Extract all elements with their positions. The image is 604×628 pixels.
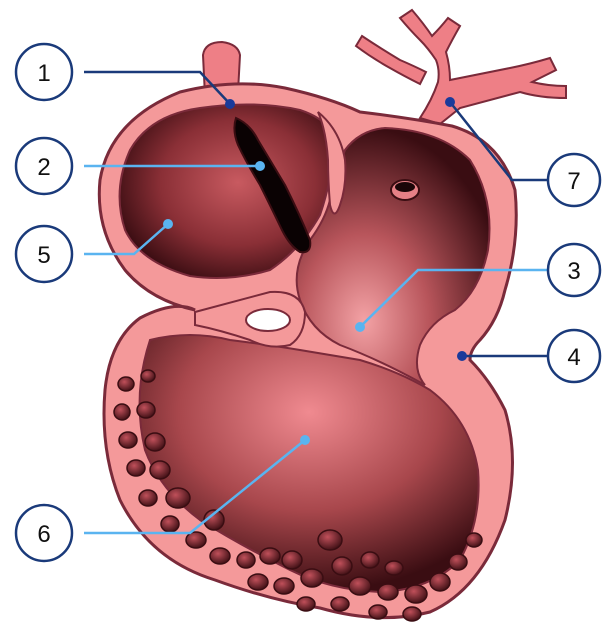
leader-dot-7 <box>445 97 455 107</box>
callout-6: 6 <box>16 505 72 561</box>
leader-dot-1 <box>225 99 235 109</box>
callout-7-label: 7 <box>567 168 580 195</box>
callout-6-label: 6 <box>37 521 50 548</box>
callout-3: 3 <box>548 244 600 296</box>
callout-2-label: 2 <box>37 154 50 181</box>
leader-dot-3 <box>355 322 365 332</box>
callout-3-label: 3 <box>567 258 580 285</box>
callout-5-label: 5 <box>37 242 50 269</box>
vessel-opening-inner <box>395 182 415 192</box>
leader-dot-6 <box>300 435 310 445</box>
leader-dot-5 <box>163 219 173 229</box>
callout-5: 5 <box>16 226 72 282</box>
fold-opening <box>246 309 290 331</box>
leader-dot-2 <box>255 161 265 171</box>
callout-7: 7 <box>548 154 600 206</box>
callout-2: 2 <box>16 138 72 194</box>
callout-1: 1 <box>16 44 72 100</box>
leader-dot-4 <box>457 351 467 361</box>
callout-4-label: 4 <box>567 344 580 371</box>
pulmonary-vessel-branches <box>356 10 566 124</box>
callout-1-label: 1 <box>37 60 50 87</box>
callout-4: 4 <box>548 330 600 382</box>
